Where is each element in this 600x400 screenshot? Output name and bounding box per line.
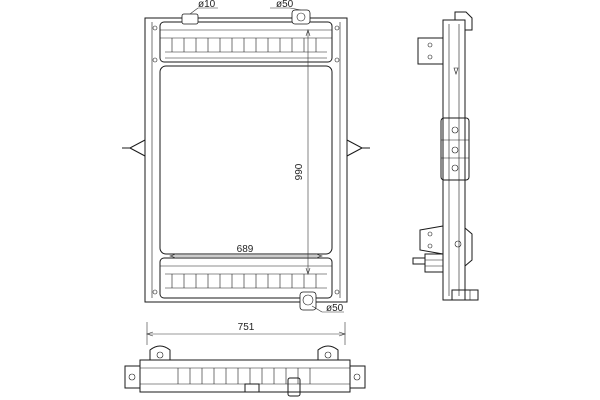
bottom-view: 751 [124,322,366,397]
left-bracket [122,139,146,157]
dimension-core-width [169,253,323,259]
inlet-diameter-left-label: ø10 [198,0,216,10]
side-view [412,11,479,301]
dimension-overall-width [146,322,346,345]
radiator-core [159,65,333,255]
inlet-diameter-right-label: ø50 [276,0,294,10]
bottom-tank [152,257,340,311]
front-view-frame [144,17,348,303]
dimension-core-width-label: 689 [237,244,254,255]
dimension-height [305,29,311,275]
outlet-diameter-label: ø50 [326,303,344,314]
dimension-height-label: 990 [294,163,305,180]
dimension-overall-width-label: 751 [238,322,255,333]
right-bracket [346,139,370,157]
front-view: 990 689 ø10 ø50 ø50 [122,0,370,314]
